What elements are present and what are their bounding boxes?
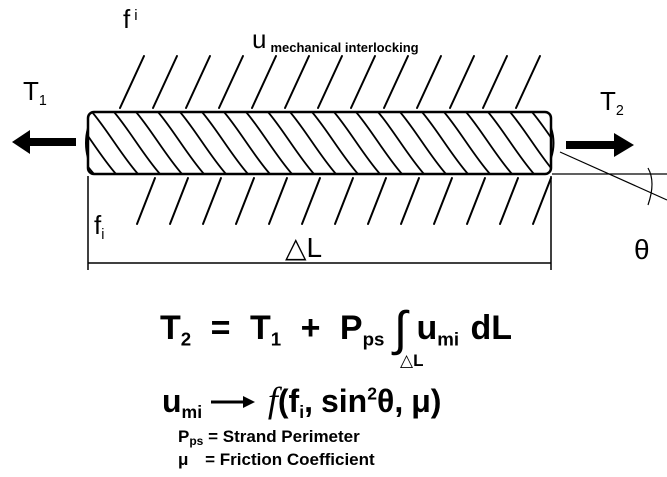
bottom-interlocking-force-lines: [136, 177, 552, 225]
strand-wire-line: [289, 112, 337, 174]
bottom-force-line: [334, 177, 354, 225]
definition-friction-coefficient: μ = Friction Coefficient: [178, 450, 375, 469]
label-delta-l: △L: [285, 232, 323, 263]
left-tension-arrow: [12, 130, 76, 154]
strand-wire-line: [531, 112, 551, 174]
label-f-bottom: fi: [94, 210, 105, 243]
integral-lower-limit: △L: [400, 351, 424, 370]
length-dimension-line: [87, 176, 552, 270]
arrow-icon: [210, 396, 255, 408]
top-force-line: [383, 55, 409, 109]
top-force-line: [185, 55, 211, 109]
bottom-force-line: [466, 177, 486, 225]
label-t2: T2: [600, 86, 624, 119]
bottom-force-line: [367, 177, 387, 225]
strand-wire-line: [487, 112, 535, 174]
definition-strand-perimeter: Pps = Strand Perimeter: [178, 427, 360, 448]
bottom-force-line: [400, 177, 420, 225]
bottom-force-line: [136, 177, 156, 225]
top-force-line: [350, 55, 376, 109]
top-interlocking-force-lines: [119, 55, 541, 109]
bottom-force-line: [268, 177, 288, 225]
top-force-line: [284, 55, 310, 109]
bottom-force-line: [235, 177, 255, 225]
equation-tension: T2 = T1 + Pps ∫ umi dL: [160, 303, 513, 356]
label-t1: T1: [23, 76, 47, 109]
strand-wire-line: [333, 112, 381, 174]
top-force-line: [317, 55, 343, 109]
strand-wire-line: [509, 112, 551, 174]
strand-wire-line: [355, 112, 403, 174]
top-force-line: [482, 55, 508, 109]
bottom-force-line: [433, 177, 453, 225]
bottom-force-line: [169, 177, 189, 225]
label-theta: θ: [634, 234, 650, 265]
strand-wire-line: [465, 112, 513, 174]
top-force-line: [449, 55, 475, 109]
strand-wire-line: [223, 112, 271, 174]
bottom-force-line: [532, 177, 552, 225]
strand-wire-line: [443, 112, 491, 174]
strand-wire-line: [157, 112, 205, 174]
strand-wire-line: [201, 112, 249, 174]
strand-wire-line: [179, 112, 227, 174]
bottom-force-line: [301, 177, 321, 225]
top-force-line: [251, 55, 277, 109]
top-force-line: [416, 55, 442, 109]
strand-wire-line: [88, 112, 117, 174]
strand-wire-line: [421, 112, 469, 174]
right-tension-arrow: [566, 133, 634, 157]
top-force-line: [218, 55, 244, 109]
strand-wire-line: [311, 112, 359, 174]
bottom-force-line: [499, 177, 519, 225]
helical-strand: [85, 110, 555, 176]
strand-wire-line: [91, 112, 139, 174]
strand-wire-line: [88, 112, 95, 174]
bottom-force-line: [202, 177, 222, 225]
top-force-line: [515, 55, 541, 109]
strand-wire-line: [135, 112, 183, 174]
top-force-line: [119, 55, 145, 109]
angle-indicator: [552, 151, 667, 206]
strand-wire-line: [267, 112, 315, 174]
strand-wire-line: [113, 112, 161, 174]
strand-wire-line: [399, 112, 447, 174]
top-force-line: [152, 55, 178, 109]
strand-wire-line: [245, 112, 293, 174]
strand-wire-line: [377, 112, 425, 174]
equation-interlocking-function: umi f(fi,sin2θ,μ): [162, 380, 442, 423]
